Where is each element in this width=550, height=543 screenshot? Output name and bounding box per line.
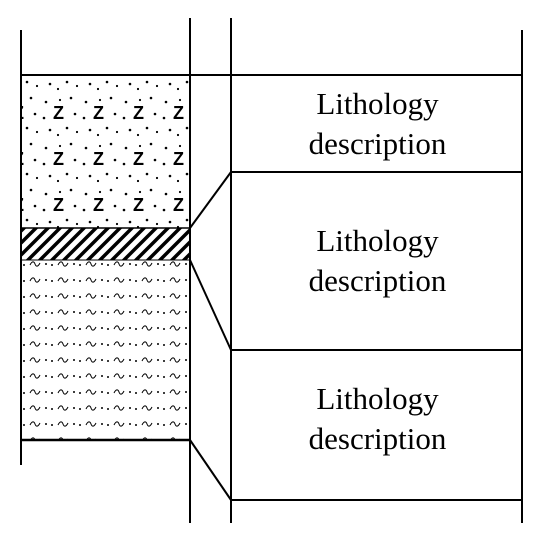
lithology-description-2: Lithology description	[233, 221, 522, 301]
description-line: Lithology	[316, 381, 439, 416]
connector-line	[189, 439, 232, 501]
connector-line	[189, 171, 232, 229]
description-line: Lithology	[316, 223, 439, 258]
lithology-description-1: Lithology description	[233, 84, 522, 164]
stratum-silty-wavy	[21, 260, 190, 440]
description-line: Lithology	[316, 86, 439, 121]
connector-line	[189, 259, 232, 351]
description-line: description	[308, 126, 447, 161]
stratum-hatched-band	[21, 228, 190, 260]
lithology-description-3: Lithology description	[233, 379, 522, 459]
description-line: description	[308, 263, 447, 298]
stratum-tuffaceous-sandstone	[21, 75, 190, 228]
description-line: description	[308, 421, 447, 456]
